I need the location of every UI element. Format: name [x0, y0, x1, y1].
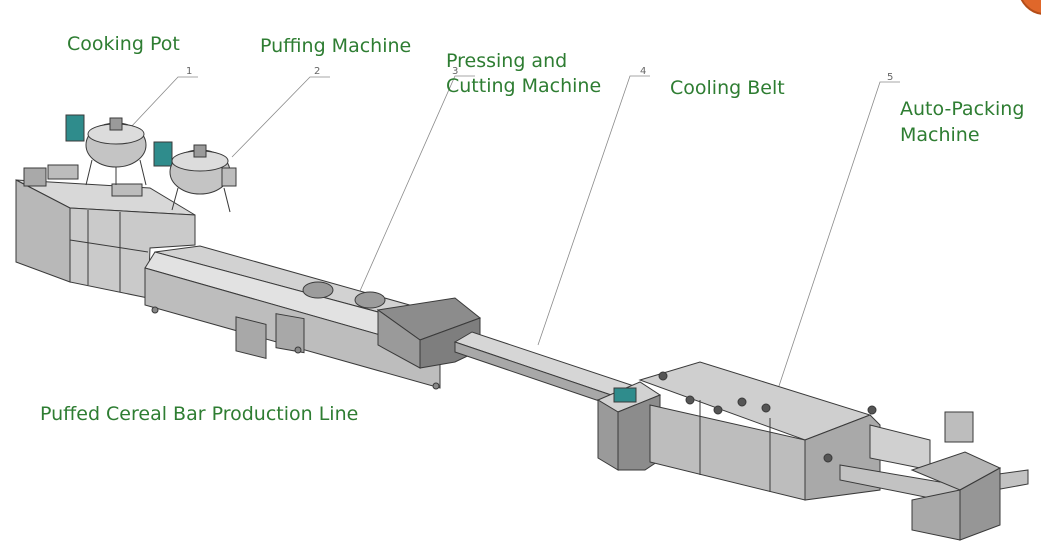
cooking-pot-1 [65, 114, 147, 186]
label-auto-packing-line1: Auto-Packing [900, 98, 1024, 120]
touch-screen-icon [613, 387, 637, 403]
leader-line-1 [129, 76, 198, 129]
base-cabinet [15, 164, 196, 299]
leader-line-2 [231, 76, 330, 158]
label-auto-packing-line2: Machine [900, 124, 980, 146]
cooking-pot-2 [153, 141, 237, 213]
leader-lines [129, 75, 900, 399]
pressing-cutting-machine [144, 245, 482, 390]
control-panel-icon [153, 141, 173, 167]
leader-line-4 [537, 75, 650, 346]
callout-number-5: 5 [887, 72, 893, 83]
callout-number-3: 3 [452, 66, 458, 77]
callout-number-4: 4 [640, 66, 646, 77]
label-production-line: Puffed Cereal Bar Production Line [40, 403, 358, 425]
label-pressing-cutting-line1: Pressing and [446, 50, 567, 72]
callout-number-1: 1 [186, 66, 192, 77]
control-panel-icon [65, 114, 85, 142]
label-puffing-machine: Puffing Machine [260, 35, 411, 57]
auto-packing-machine [596, 361, 1029, 541]
leader-line-5 [774, 81, 900, 399]
label-cooking-pot: Cooking Pot [67, 33, 180, 55]
label-cooling-belt: Cooling Belt [670, 77, 785, 99]
callout-number-2: 2 [314, 66, 320, 77]
labels: Cooking Pot Puffing Machine Pressing and… [40, 33, 1024, 425]
leader-line-3 [355, 75, 475, 301]
corner-badge-icon [1020, 0, 1041, 15]
label-pressing-cutting-line2: Cutting Machine [446, 75, 601, 97]
